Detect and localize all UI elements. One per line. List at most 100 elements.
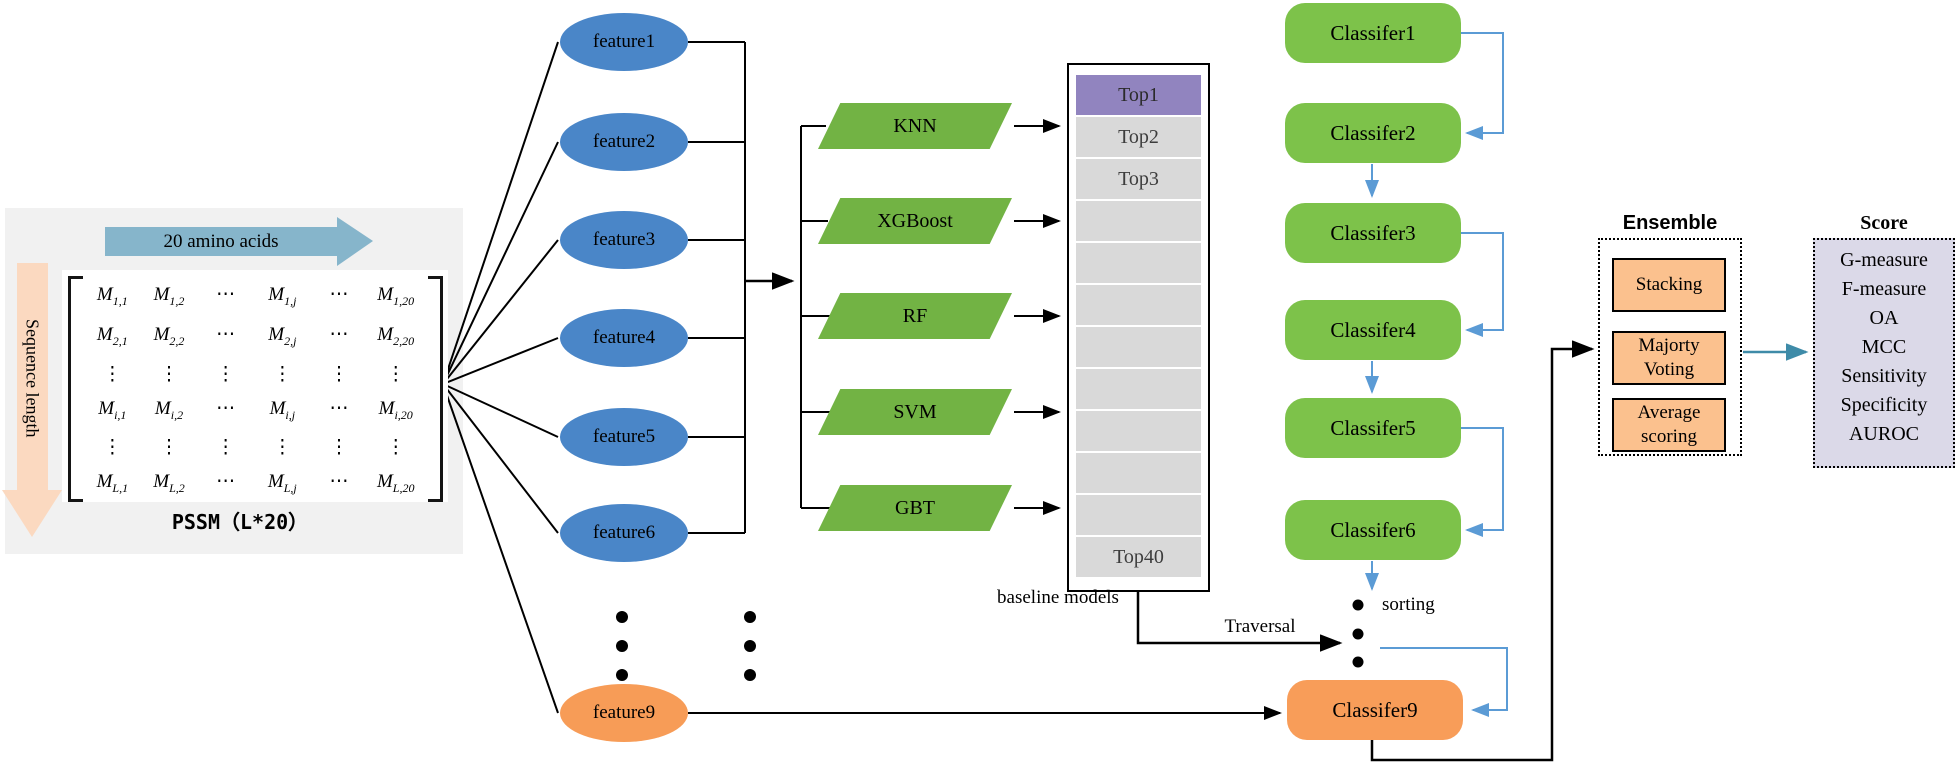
traversal-arrow bbox=[1136, 582, 1343, 652]
matrix-cell: Mi,2 bbox=[154, 397, 184, 422]
feature5-node: feature5 bbox=[560, 408, 688, 466]
traversal-label: Traversal bbox=[1224, 616, 1296, 637]
matrix-cell: ML,1 bbox=[96, 471, 129, 496]
top-row bbox=[1076, 285, 1201, 325]
score-box: G-measure F-measure OA MCC Sensitivity S… bbox=[1813, 238, 1955, 468]
classifer9-node: Classifer9 bbox=[1287, 680, 1463, 740]
ensemble-majority-voting: Majorty Voting bbox=[1612, 331, 1726, 385]
sorting-ellipsis-dots bbox=[1352, 599, 1364, 668]
classifer2-node: Classifer2 bbox=[1285, 103, 1461, 163]
feature3-node: feature3 bbox=[560, 211, 688, 269]
sequence-length-label: Sequence length bbox=[22, 318, 43, 438]
matrix-cell: ⋮ bbox=[329, 363, 349, 385]
model-gbt: GBT bbox=[818, 485, 1012, 531]
matrix-cell: ML,j bbox=[267, 471, 297, 496]
matrix-cell: ⋮ bbox=[216, 363, 236, 385]
top-row: Top2 bbox=[1076, 117, 1201, 157]
top-row bbox=[1076, 411, 1201, 451]
matrix-cell: ⋮ bbox=[272, 437, 292, 459]
model-rf: RF bbox=[818, 293, 1012, 339]
matrix-cell: ⋮ bbox=[159, 437, 179, 459]
top-row bbox=[1076, 327, 1201, 367]
classifer6-node: Classifer6 bbox=[1285, 500, 1461, 560]
feature1-node: feature1 bbox=[560, 13, 688, 71]
feature-ellipsis-dots bbox=[616, 611, 756, 681]
pssm-matrix-box bbox=[62, 270, 448, 502]
classifer3-node: Classifer3 bbox=[1285, 203, 1461, 263]
feature6-node: feature6 bbox=[560, 504, 688, 562]
matrix-cell: M2,j bbox=[268, 323, 297, 348]
top-row bbox=[1076, 495, 1201, 535]
amino-acids-arrow-head bbox=[337, 217, 373, 266]
model-svm: SVM bbox=[818, 389, 1012, 435]
fan-lines bbox=[442, 41, 559, 714]
top-row bbox=[1076, 369, 1201, 409]
top-row bbox=[1076, 201, 1201, 241]
matrix-cell: ⋮ bbox=[102, 437, 122, 459]
matrix-cell: ⋮ bbox=[386, 363, 406, 385]
loop-c1-c2 bbox=[1461, 32, 1504, 140]
amino-acids-label: 20 amino acids bbox=[163, 230, 279, 252]
matrix-cell: ⋮ bbox=[102, 363, 122, 385]
top-row: Top3 bbox=[1076, 159, 1201, 199]
score-metric-specificity: Specificity bbox=[1840, 394, 1928, 416]
loop-c3-c4 bbox=[1461, 232, 1504, 337]
feature9-node: feature9 bbox=[560, 684, 688, 742]
top-row bbox=[1076, 243, 1201, 283]
matrix-cell: ⋯ bbox=[329, 397, 349, 419]
amino-acids-arrow: 20 amino acids bbox=[105, 227, 337, 256]
baseline-models-caption: baseline models bbox=[997, 587, 1119, 608]
classifer1-node: Classifer1 bbox=[1285, 3, 1461, 63]
matrix-cell: ⋮ bbox=[159, 363, 179, 385]
classifer4-node: Classifer4 bbox=[1285, 300, 1461, 360]
matrix-cell: M2,1 bbox=[96, 323, 128, 348]
ensemble-title: Ensemble bbox=[1622, 212, 1718, 234]
top-row: Top40 bbox=[1076, 537, 1201, 577]
matrix-cell: ⋮ bbox=[329, 437, 349, 459]
loop-sorting-c9 bbox=[1380, 647, 1508, 717]
ensemble-average-scoring: Average scoring bbox=[1612, 398, 1726, 452]
sequence-length-arrow-head bbox=[2, 490, 62, 537]
top-row: Top1 bbox=[1076, 75, 1201, 115]
score-metric-sensitivity: Sensitivity bbox=[1841, 365, 1927, 387]
matrix-cell: M1,20 bbox=[377, 284, 415, 308]
sequence-length-arrow bbox=[17, 263, 48, 491]
matrix-cell: ML,2 bbox=[153, 471, 185, 496]
score-metric-f-measure: F-measure bbox=[1841, 278, 1927, 300]
matrix-cell: Mi,j bbox=[269, 397, 296, 422]
matrix-cell: ML,20 bbox=[376, 471, 415, 496]
pssm-caption: PSSM（L*20） bbox=[171, 510, 309, 534]
feature4-node: feature4 bbox=[560, 309, 688, 367]
sorting-label: sorting bbox=[1382, 594, 1435, 615]
top-row bbox=[1076, 453, 1201, 493]
feature2-node: feature2 bbox=[560, 113, 688, 171]
matrix-cell: ⋮ bbox=[216, 437, 236, 459]
model-distributor-lines bbox=[800, 125, 834, 509]
matrix-cell: ⋯ bbox=[216, 323, 236, 345]
matrix-cell: M1,j bbox=[268, 284, 297, 308]
matrix-cell: ⋮ bbox=[386, 437, 406, 459]
matrix-cell: ⋯ bbox=[216, 284, 236, 305]
ensemble-stacking: Stacking bbox=[1612, 258, 1726, 312]
matrix-cell: ⋮ bbox=[272, 363, 292, 385]
matrix-cell: ⋯ bbox=[216, 397, 236, 419]
matrix-cell: Mi,20 bbox=[378, 397, 413, 422]
matrix-cell: M1,2 bbox=[153, 284, 185, 308]
matrix-row: ⋮ ⋮ ⋮ ⋮ ⋮ ⋮ bbox=[84, 358, 424, 392]
model-xgboost: XGBoost bbox=[818, 198, 1012, 244]
loop-c5-c6 bbox=[1461, 427, 1504, 537]
model-knn: KNN bbox=[818, 103, 1012, 149]
score-metric-g-measure: G-measure bbox=[1840, 249, 1928, 271]
matrix-cell: M2,20 bbox=[377, 323, 415, 348]
matrix-cell: M1,1 bbox=[96, 284, 128, 308]
score-metric-mcc: MCC bbox=[1861, 336, 1907, 358]
matrix-cell: ⋯ bbox=[216, 471, 236, 493]
matrix-cell: M2,2 bbox=[153, 323, 185, 348]
